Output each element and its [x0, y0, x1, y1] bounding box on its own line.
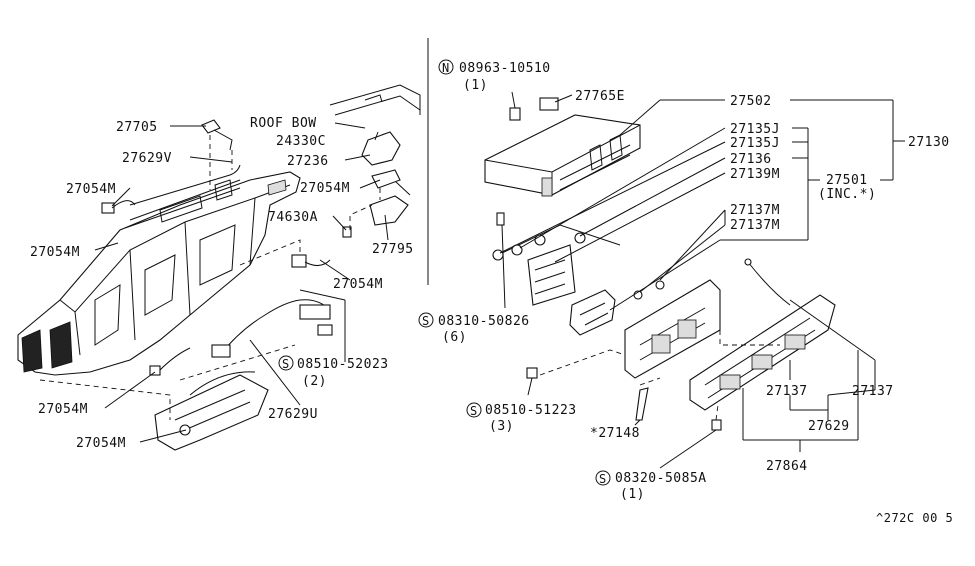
- nut-08963-illustration: [509, 107, 521, 121]
- label-27054M: 27054M: [66, 182, 116, 197]
- screw-marker-icon: [278, 355, 294, 371]
- clip-27705-illustration: [201, 119, 233, 151]
- label-27502: 27502: [730, 94, 772, 109]
- harness-27629U-illustration: [211, 254, 333, 358]
- label-08963-10510: 08963-10510: [459, 61, 551, 76]
- label-27137M: 27137M: [730, 218, 780, 233]
- nut-marker-icon: [438, 59, 454, 75]
- roof-bow-illustration: [329, 84, 421, 238]
- label-08320-5085A: 08320-5085A: [615, 471, 707, 486]
- label-qty: (3): [489, 419, 514, 434]
- label-qty: (6): [442, 330, 467, 345]
- screw-27148-illustration: [635, 387, 649, 421]
- screw-08310-illustration: [496, 212, 505, 226]
- label-74630A: 74630A: [268, 210, 318, 225]
- label-27136: 27136: [730, 152, 772, 167]
- harness-27629V: [129, 164, 241, 206]
- label-27236: 27236: [287, 154, 329, 169]
- cluster-board-illustration: [624, 279, 721, 379]
- fastener-markers: N S S S S: [278, 59, 611, 486]
- screw-08510-51223-illustration: [526, 367, 538, 379]
- label-qty: (2): [302, 374, 327, 389]
- label-27137: 27137: [766, 384, 808, 399]
- label-qty: (1): [620, 487, 645, 502]
- label-27629: 27629: [808, 419, 850, 434]
- screw-marker-icon: [466, 402, 482, 418]
- label-27135J: 27135J: [730, 136, 780, 151]
- switch-block-illustration: [569, 289, 616, 336]
- label-27137: 27137: [852, 384, 894, 399]
- cluster-lens-illustration: [689, 258, 836, 411]
- label-27130: 27130: [908, 135, 950, 150]
- label-27148: *27148: [590, 426, 640, 441]
- label-27054M: 27054M: [333, 277, 383, 292]
- label-27054M: 27054M: [300, 181, 350, 196]
- screw-08320-illustration: [711, 419, 722, 431]
- label-27139M: 27139M: [730, 167, 780, 182]
- label-08510-51223: 08510-51223: [485, 403, 577, 418]
- label-08510-52023: 08510-52023: [297, 357, 389, 372]
- label-qty: (1): [463, 78, 488, 93]
- svg-text:N: N: [442, 61, 450, 75]
- label-08310-50826: 08310-50826: [438, 314, 530, 329]
- label-27629V: 27629V: [122, 151, 172, 166]
- label-27765E: 27765E: [575, 89, 625, 104]
- connector-27054M-left: [101, 202, 115, 214]
- svg-text:S: S: [599, 472, 607, 486]
- label-27705: 27705: [116, 120, 158, 135]
- instrument-panel-illustration: [17, 171, 301, 376]
- label-24330C: 24330C: [276, 134, 326, 149]
- screw-marker-icon: [595, 470, 611, 486]
- label-27054M: 27054M: [38, 402, 88, 417]
- lower-cover-illustration: [154, 371, 269, 451]
- label-27864: 27864: [766, 459, 808, 474]
- label-27137M: 27137M: [730, 203, 780, 218]
- label-27501-note: (INC.*): [818, 187, 876, 202]
- diagram-reference-code: ^272C 00 5: [876, 511, 953, 525]
- label-roof-bow: ROOF BOW: [250, 116, 317, 131]
- svg-text:S: S: [282, 357, 290, 371]
- label-27054M: 27054M: [30, 245, 80, 260]
- bracket-27765E-illustration: [539, 97, 559, 111]
- svg-text:S: S: [470, 404, 478, 418]
- leader-lines: [94, 91, 905, 469]
- label-27135J: 27135J: [730, 122, 780, 137]
- part-labels: 27705 27629V 27054M 27054M 27054M 27054M…: [30, 61, 953, 525]
- label-27054M: 27054M: [76, 436, 126, 451]
- label-27501: 27501: [826, 173, 868, 188]
- screw-marker-icon: [418, 312, 434, 328]
- cluster-housing-illustration: [484, 114, 641, 197]
- label-27629U: 27629U: [268, 407, 318, 422]
- label-27795: 27795: [372, 242, 414, 257]
- svg-text:S: S: [422, 314, 430, 328]
